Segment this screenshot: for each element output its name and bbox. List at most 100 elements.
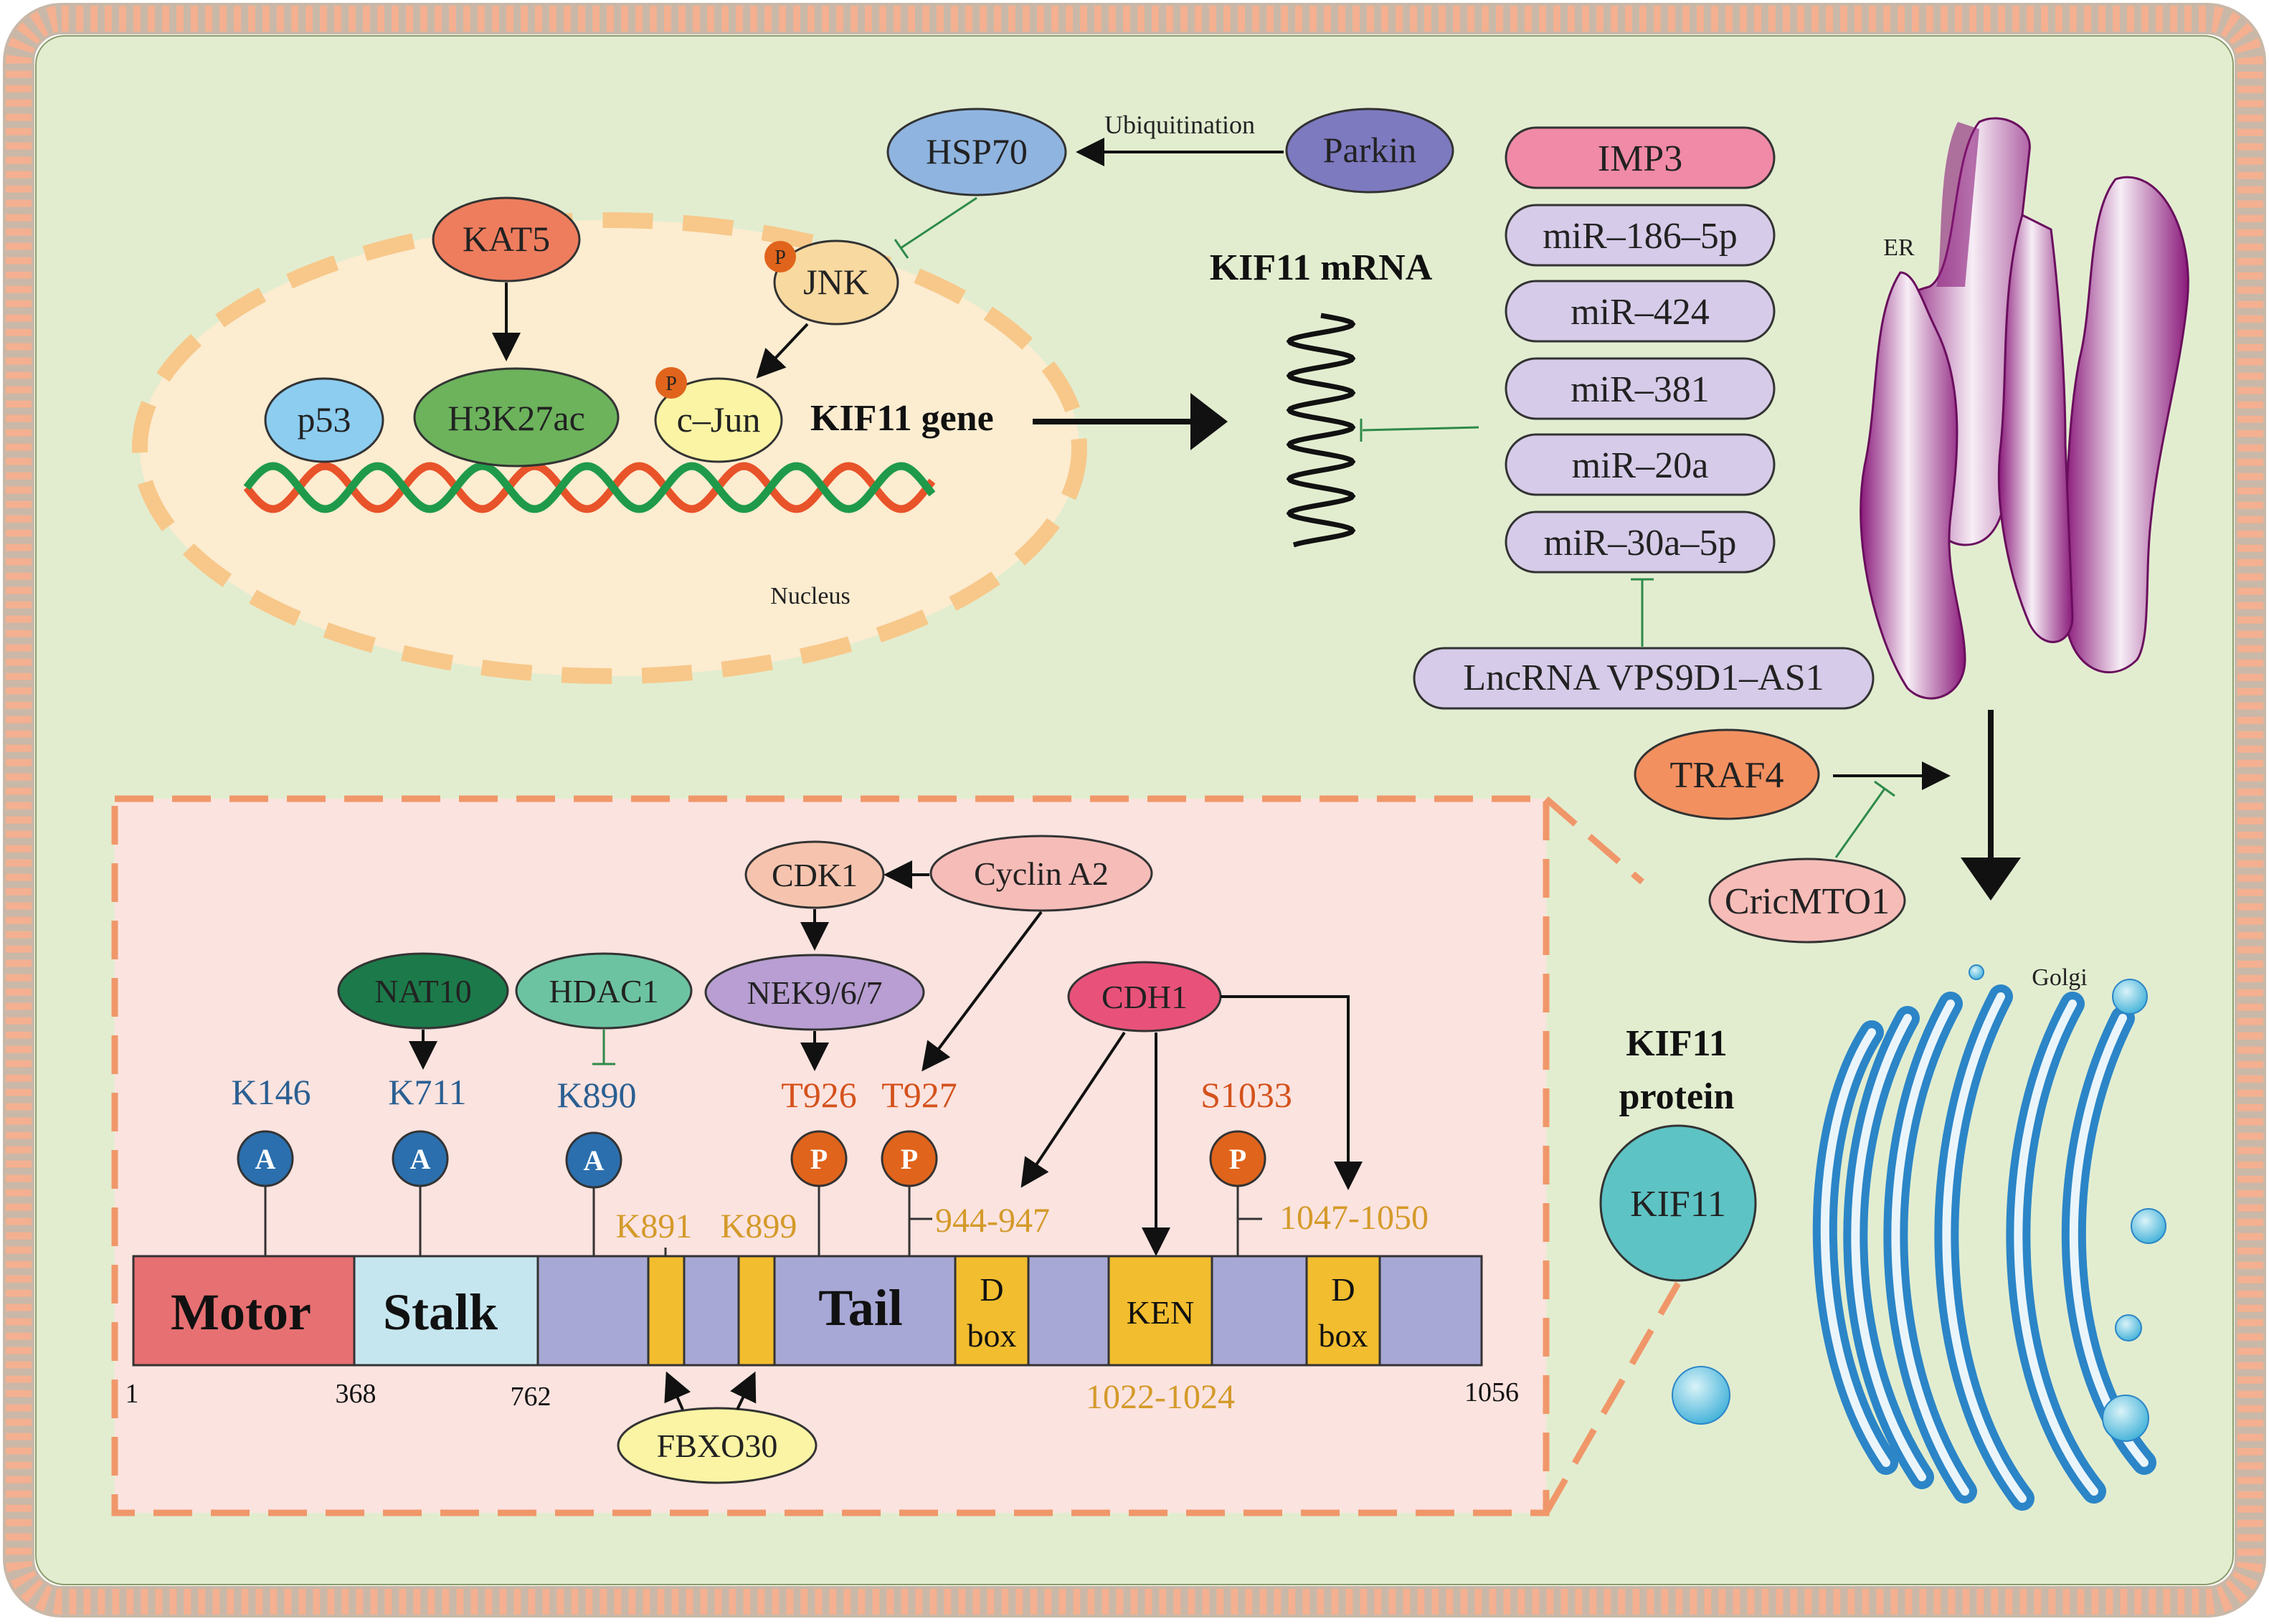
site-t927: T927 [881,1075,957,1115]
arrow-gene-to-mrna [1033,393,1228,450]
mirna-stack: IMP3 miR–186–5p miR–424 miR–381 miR–20a miR–3… [1505,126,1776,574]
mirna-label: IMP3 [1598,138,1682,179]
site-k890: K890 [556,1075,636,1115]
zoom-link-upper [1544,796,1644,885]
site-1022-1024: 1022-1024 [1086,1378,1235,1416]
mirna-item: miR–424 [1505,280,1776,343]
golgi-cisterna-highlight [1942,992,2027,1503]
golgi-label: Golgi [2032,964,2087,991]
mirna-label: miR–424 [1571,292,1710,333]
mirna-label: miR–186–5p [1543,216,1738,257]
position-762: 762 [511,1382,551,1412]
phosphorylation-marker: P [790,1130,848,1256]
golgi-cisterna-highlight [1851,1014,1926,1481]
node-kat5: KAT5 [432,196,581,282]
svg-text:Parkin: Parkin [1323,130,1417,170]
box-k899 [737,1255,776,1367]
nucleus [132,212,1087,684]
svg-text:JNK: JNK [803,262,869,302]
node-nat10: NAT10 [337,952,509,1030]
er-organelle [1860,117,2189,700]
position-1056: 1056 [1464,1377,1519,1407]
kif11-protein-label-1: KIF11 [1626,1023,1728,1064]
mirna-item: miR–186–5p [1505,204,1776,267]
label-stalk: Stalk [383,1283,498,1341]
dbox1-line1: D [980,1271,1003,1308]
inhibit-hsp70-jnk [900,196,977,250]
node-traf4: TRAF4 [1634,728,1820,820]
svg-text:NEK9/6/7: NEK9/6/7 [747,974,882,1011]
mirna-item: miR–20a [1505,433,1776,496]
arrow-er-golgi [1961,710,2021,901]
modification-sites: K146 K711 K890 T926 T927 S1033 K891 K899… [231,1072,1429,1416]
mirna-label: miR–381 [1571,369,1710,410]
svg-text:A: A [584,1144,605,1177]
mirna-item: IMP3 [1505,126,1776,189]
svg-text:Cyclin A2: Cyclin A2 [974,855,1109,892]
node-nek: NEK9/6/7 [704,954,925,1031]
svg-text:LncRNA VPS9D1–AS1: LncRNA VPS9D1–AS1 [1463,657,1824,698]
node-jnk: JNK [773,239,899,326]
arrow-cdh1-dbox1 [1020,1031,1126,1188]
svg-text:KIF11: KIF11 [1630,1184,1726,1225]
node-cdh1: CDH1 [1067,961,1222,1032]
svg-text:p53: p53 [298,399,351,440]
golgi-vesicle [2112,979,2148,1015]
domain-motor [132,1255,356,1367]
site-944-947: 944-947 [935,1202,1050,1240]
node-hdac1: HDAC1 [515,952,693,1030]
mrna-squiggle [1286,313,1356,548]
dbox1-line2: box [967,1317,1017,1354]
svg-text:H3K27ac: H3K27ac [447,398,585,438]
ubiquitination-label: Ubiquitination [1104,110,1255,139]
svg-text:A: A [255,1143,276,1175]
mirna-label: miR–20a [1572,445,1709,486]
box-k891 [647,1255,686,1367]
site-k891: K891 [616,1207,693,1245]
svg-text:TRAF4: TRAF4 [1670,755,1784,796]
node-cricmto1: CricMTO1 [1708,858,1906,944]
golgi-vesicle [2131,1208,2166,1244]
node-hsp70: HSP70 [886,108,1067,196]
node-cjun: c–Jun [654,377,783,463]
arrow-cyclin-t927 [922,911,1043,1072]
svg-text:P: P [901,1143,918,1175]
kif11-mrna-label: KIF11 mRNA [1210,247,1433,288]
jnk-phospho-icon: P [764,241,796,272]
svg-text:HSP70: HSP70 [926,131,1028,171]
mirna-label: miR–30a–5p [1544,523,1737,564]
svg-text:KAT5: KAT5 [463,219,550,259]
kif11-domain-bar: Motor Stalk Tail D box KEN D box [132,1255,1483,1367]
kif11-protein-label-2: protein [1619,1076,1735,1117]
site-k899: K899 [721,1207,797,1245]
position-1: 1 [125,1379,139,1409]
golgi-vesicle [1672,1366,1730,1425]
svg-text:P: P [775,247,786,269]
dna-helix [243,462,936,513]
site-t926: T926 [781,1075,857,1115]
label-tail: Tail [818,1279,902,1336]
svg-text:HDAC1: HDAC1 [549,973,658,1010]
acetylation-marker: A [392,1130,449,1256]
kif11-gene-label: KIF11 gene [810,398,994,439]
golgi-cisterna-highlight [2014,999,2098,1496]
svg-text:A: A [410,1143,431,1175]
golgi-vesicle [2102,1395,2149,1442]
golgi-organelle [1672,964,2166,1511]
inhibit-cricmto1-traf4 [1834,780,1895,858]
site-k146: K146 [231,1072,311,1112]
svg-text:CDH1: CDH1 [1102,979,1188,1015]
golgi-cisterna-highlight [1891,999,1969,1496]
mirna-item: miR–30a–5p [1505,511,1776,574]
label-ken: KEN [1127,1294,1195,1331]
svg-text:FBXO30: FBXO30 [657,1428,778,1464]
cjun-phospho-icon: P [655,367,687,399]
dbox2-line1: D [1331,1271,1355,1308]
acetylation-marker: A [565,1131,622,1256]
inhibit-hsp70-jnk-bar [894,239,909,259]
node-lncrna: LncRNA VPS9D1–AS1 [1413,647,1875,710]
node-cyclin-a2: Cyclin A2 [929,835,1153,912]
box-dbox-2 [1305,1255,1381,1367]
